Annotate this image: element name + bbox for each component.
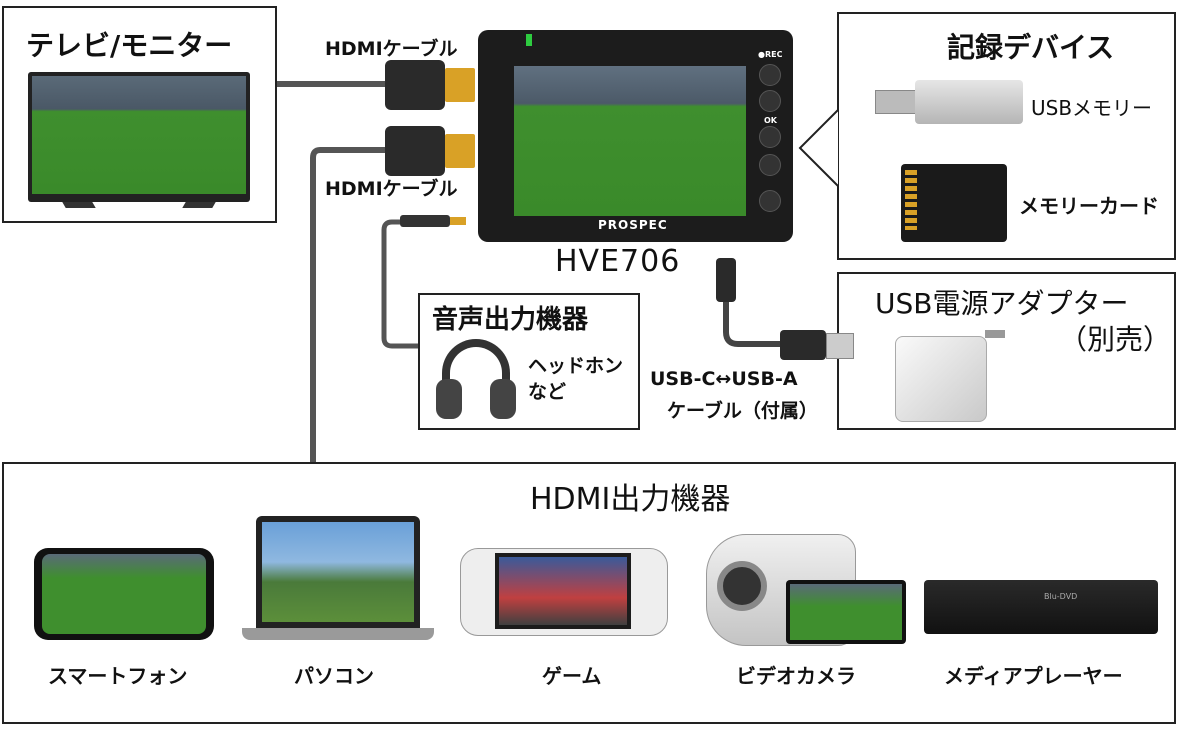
- hdmi-plug-bottom-icon: [445, 134, 475, 168]
- source-label-video-camera: ビデオカメラ: [736, 664, 856, 688]
- hdmi-connector-bottom-icon: [385, 126, 445, 176]
- audio-plug-tip-icon: [450, 217, 466, 225]
- device-screen: [514, 66, 746, 216]
- device-ok-button[interactable]: [759, 126, 781, 148]
- hdmi-cable-source-line: [310, 147, 385, 462]
- usb-cable-label-line2: ケーブル（付属）: [667, 400, 818, 422]
- memory-card-icon: [901, 164, 1007, 242]
- audio-plug-icon: [400, 215, 450, 227]
- game-console-icon: [460, 548, 668, 636]
- memory-card-label: メモリーカード: [1019, 194, 1159, 218]
- recording-devices-box: 記録デバイス USBメモリー メモリーカード: [837, 12, 1176, 260]
- usb-power-adapter-subtitle: （別売）: [1059, 323, 1172, 356]
- device-model-label: HVE706: [555, 244, 681, 279]
- source-label-media-player: メディアプレーヤー: [944, 664, 1123, 688]
- usb-cable-line: [723, 300, 780, 347]
- tv-screen: [32, 76, 246, 194]
- recording-devices-title: 記録デバイス: [947, 31, 1115, 64]
- usb-memory-body-icon: [915, 80, 1023, 124]
- tv-stand-right-icon: [182, 202, 216, 208]
- hve706-device: PROSPEC ●REC OK: [478, 30, 793, 242]
- usb-a-plug-icon: [780, 330, 826, 360]
- audio-output-box: 音声出力機器 ヘッドホン など: [418, 293, 640, 430]
- audio-item-line2: など: [528, 381, 567, 403]
- tv-monitor-box: テレビ/モニター: [2, 6, 277, 223]
- source-label-game: ゲーム: [542, 664, 602, 688]
- media-player-icon: Blu-DVD: [924, 580, 1158, 634]
- usb-power-adapter-title: USB電源アダプター: [875, 287, 1129, 320]
- media-player-display: Blu-DVD: [1044, 592, 1078, 601]
- tv-monitor-title: テレビ/モニター: [26, 29, 233, 62]
- laptop-icon: [256, 516, 420, 628]
- device-up-button[interactable]: [759, 90, 781, 112]
- usb-power-adapter-box: USB電源アダプター （別売）: [837, 272, 1176, 430]
- audio-item-line1: ヘッドホン: [528, 355, 624, 377]
- laptop-base-icon: [242, 628, 434, 640]
- hdmi-sources-box: HDMI出力機器 スマートフォン パソコン ゲーム ビデオカメラ Blu-DVD…: [2, 462, 1176, 724]
- device-down-button[interactable]: [759, 154, 781, 176]
- source-label-pc: パソコン: [294, 664, 374, 688]
- usb-memory-label: USBメモリー: [1031, 96, 1153, 120]
- device-brand: PROSPEC: [598, 218, 668, 232]
- hdmi-cable-label-bottom: HDMIケーブル: [325, 178, 458, 200]
- usb-c-plug-icon: [716, 258, 736, 302]
- usb-power-adapter-icon: [895, 336, 987, 422]
- device-ok-label: OK: [764, 116, 777, 125]
- device-rec-button[interactable]: [759, 64, 781, 86]
- device-status-led-icon: [526, 34, 532, 46]
- hdmi-connector-top-icon: [385, 60, 445, 110]
- hdmi-plug-top-icon: [445, 68, 475, 102]
- device-rec-label: ●REC: [758, 50, 783, 59]
- usb-a-plug-tip-icon: [826, 333, 854, 359]
- hdmi-cable-label-top: HDMIケーブル: [325, 38, 458, 60]
- device-menu-button[interactable]: [759, 190, 781, 212]
- audio-cable-line: [381, 219, 418, 349]
- source-label-smartphone: スマートフォン: [48, 664, 188, 688]
- hdmi-sources-title: HDMI出力機器: [530, 482, 731, 517]
- tv-stand-left-icon: [62, 202, 96, 208]
- video-camera-screen-icon: [786, 580, 906, 644]
- tv-image: [28, 72, 250, 202]
- usb-memory-icon: [875, 90, 917, 114]
- smartphone-icon: [34, 548, 214, 640]
- memory-card-contacts-icon: [905, 170, 917, 230]
- audio-output-title: 音声出力機器: [432, 305, 589, 335]
- headphone-icon: [436, 339, 516, 419]
- usb-cable-label-line1: USB-C↔USB-A: [650, 368, 798, 390]
- adapter-prong-icon: [985, 330, 1005, 338]
